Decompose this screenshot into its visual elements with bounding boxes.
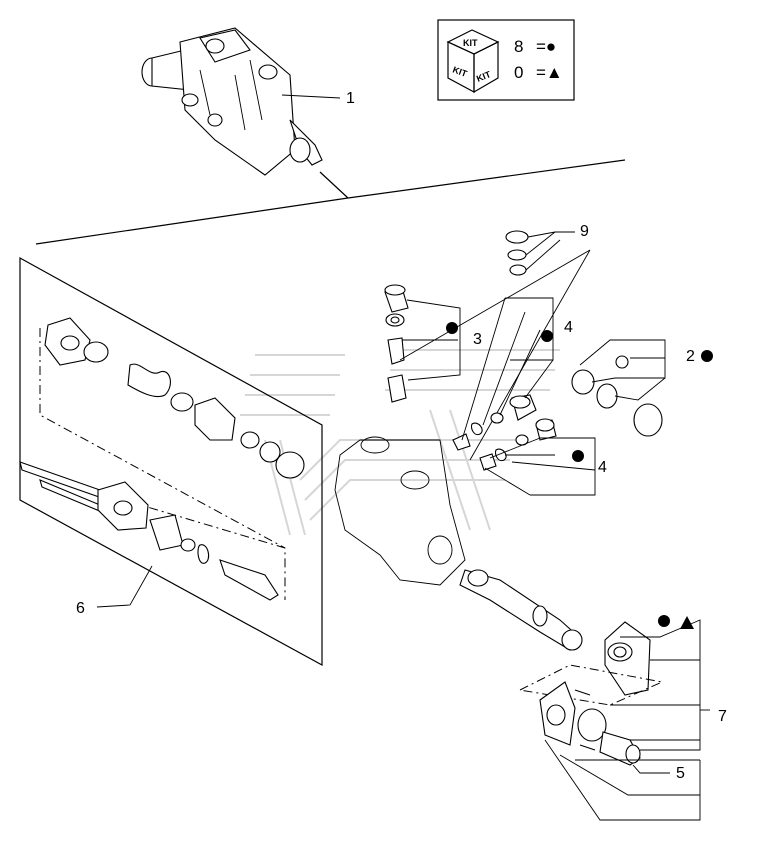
kit-word-right: KIT [475,69,493,84]
relief-parts-4-lower [479,418,557,471]
callout-6: 6 [76,600,85,617]
kit-word-top: KIT [463,38,478,48]
kit-dot-2 [701,350,713,362]
callout-4a: 4 [564,319,573,336]
valve-assembly-1 [141,27,323,176]
o-rings-9 [505,230,529,276]
kit-dot-3 [446,322,458,334]
callout-4b: 4 [598,459,607,476]
kit-word-left: KIT [451,64,469,79]
callout-1: 1 [346,90,355,107]
kit-cube-icon: KIT KIT KIT [446,29,500,94]
callout-2: 2 [686,348,695,365]
separator-line [35,159,626,245]
kit-dot-4a [541,330,553,342]
kit-legend: KIT KIT KIT 8 =● 0 =▲ [437,19,575,101]
relief-parts-4-upper [452,394,537,451]
kit-dot-4b [572,450,584,462]
kit-dot-7 [658,615,670,627]
legend-row1-number: 8 [514,37,523,56]
callout-7: 7 [718,708,727,725]
subassembly-panel-6 [19,256,323,667]
check-valve-parts-3 [384,284,409,403]
callout-9: 9 [580,223,589,240]
end-cap-parts-7 [518,621,664,766]
callout-5: 5 [676,765,685,782]
legend-row1-symbol: =● [536,37,556,56]
kit-triangle-7 [680,616,694,629]
legend-row2-number: 0 [514,63,523,82]
valve-body [334,436,583,651]
watermark [240,349,560,536]
legend-row2-symbol: =▲ [536,63,563,82]
callout-3: 3 [473,331,482,348]
